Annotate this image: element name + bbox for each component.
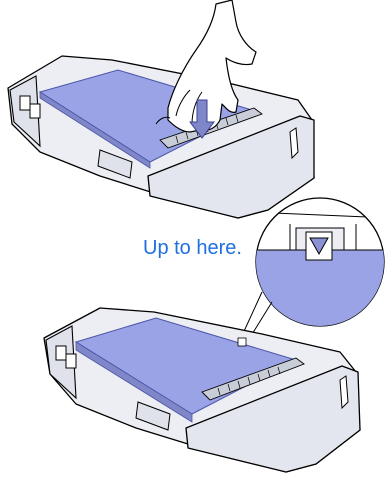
top-tray: [8, 56, 314, 218]
top-tray-handle: [290, 128, 298, 158]
magnifier-callout-icon: [240, 198, 386, 344]
up-to-here-label: Up to here.: [143, 236, 242, 260]
top-tray-slot-2: [30, 104, 40, 118]
top-tray-slot-1: [20, 96, 30, 110]
bottom-tray: [44, 308, 360, 472]
bottom-tray-mark-window: [238, 338, 246, 346]
bottom-tray-handle: [340, 376, 348, 408]
magnifier-paper: [250, 250, 386, 330]
max-paper-mark-icon: [306, 232, 332, 260]
bottom-tray-slot-2: [66, 354, 76, 368]
bottom-tray-slot-1: [56, 346, 66, 360]
